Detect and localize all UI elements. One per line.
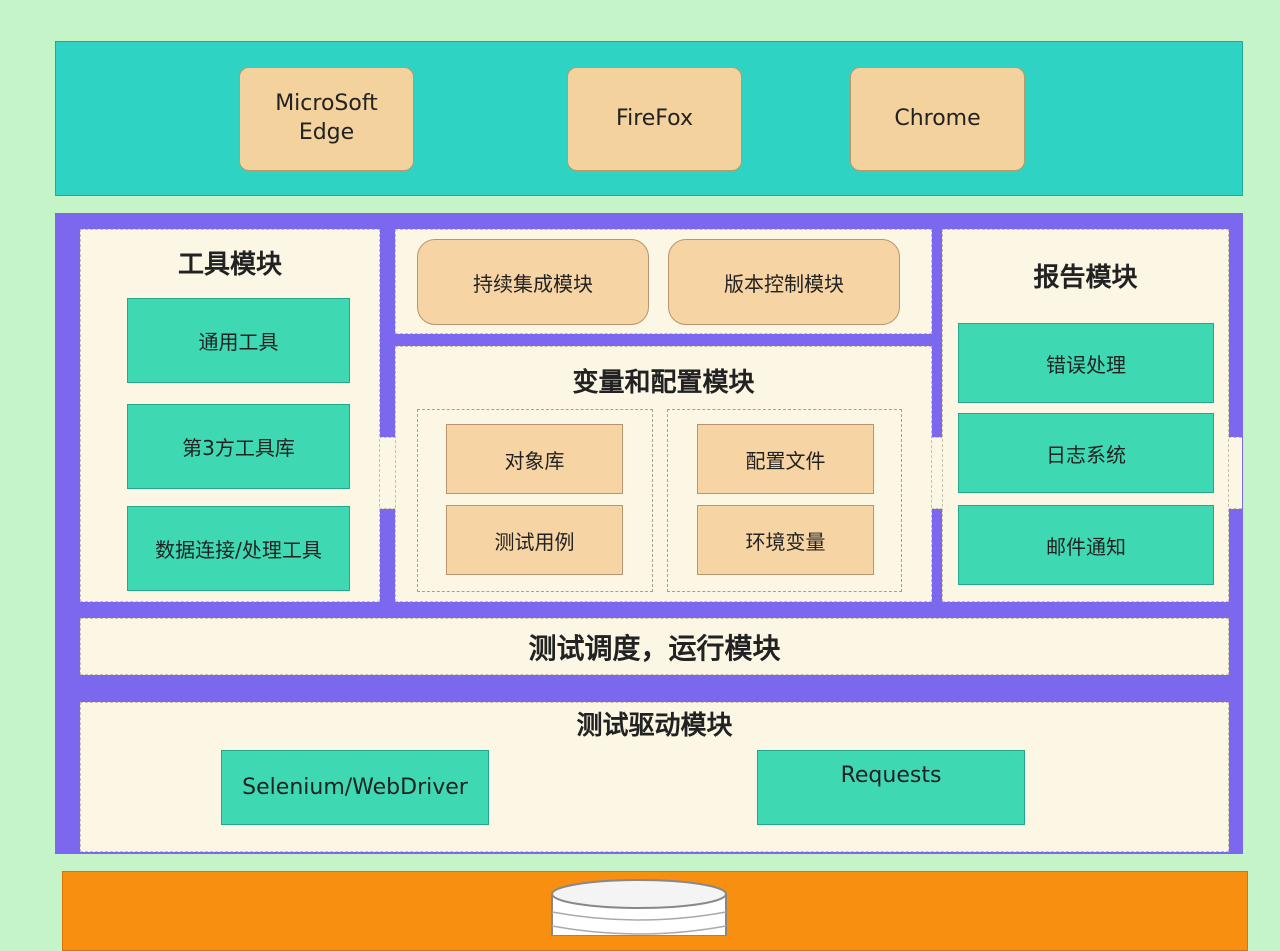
report-item-error-handling: 错误处理 (958, 323, 1214, 403)
report-title: 报告模块 (1033, 262, 1138, 293)
ci-item-continuous-integration: 持续集成模块 (417, 239, 649, 325)
tools-title: 工具模块 (177, 249, 282, 280)
driver-item-selenium: Selenium/WebDriver (221, 750, 489, 825)
browser-chrome: Chrome (850, 67, 1025, 171)
browser-edge: MicroSoft Edge (239, 67, 414, 171)
config-item-env-vars: 环境变量 (697, 505, 874, 575)
connector-edge (1228, 437, 1242, 509)
browser-firefox: FireFox (567, 67, 742, 171)
database-icon (551, 879, 727, 936)
connector-right (931, 437, 943, 509)
config-item-config-file: 配置文件 (697, 424, 874, 494)
tools-item-third-party: 第3方工具库 (127, 404, 350, 489)
driver-item-requests: Requests (757, 750, 1025, 825)
config-item-object-library: 对象库 (446, 424, 623, 494)
tools-item-general: 通用工具 (127, 298, 350, 383)
report-item-email: 邮件通知 (958, 505, 1214, 585)
connector-left (379, 437, 396, 509)
ci-item-version-control: 版本控制模块 (668, 239, 900, 325)
tools-item-data: 数据连接/处理工具 (127, 506, 350, 591)
config-item-test-cases: 测试用例 (446, 505, 623, 575)
report-item-logging: 日志系统 (958, 413, 1214, 493)
scheduler-module: 测试调度，运行模块 (80, 618, 1229, 675)
driver-title: 测试驱动模块 (576, 710, 733, 741)
config-title: 变量和配置模块 (572, 367, 755, 398)
